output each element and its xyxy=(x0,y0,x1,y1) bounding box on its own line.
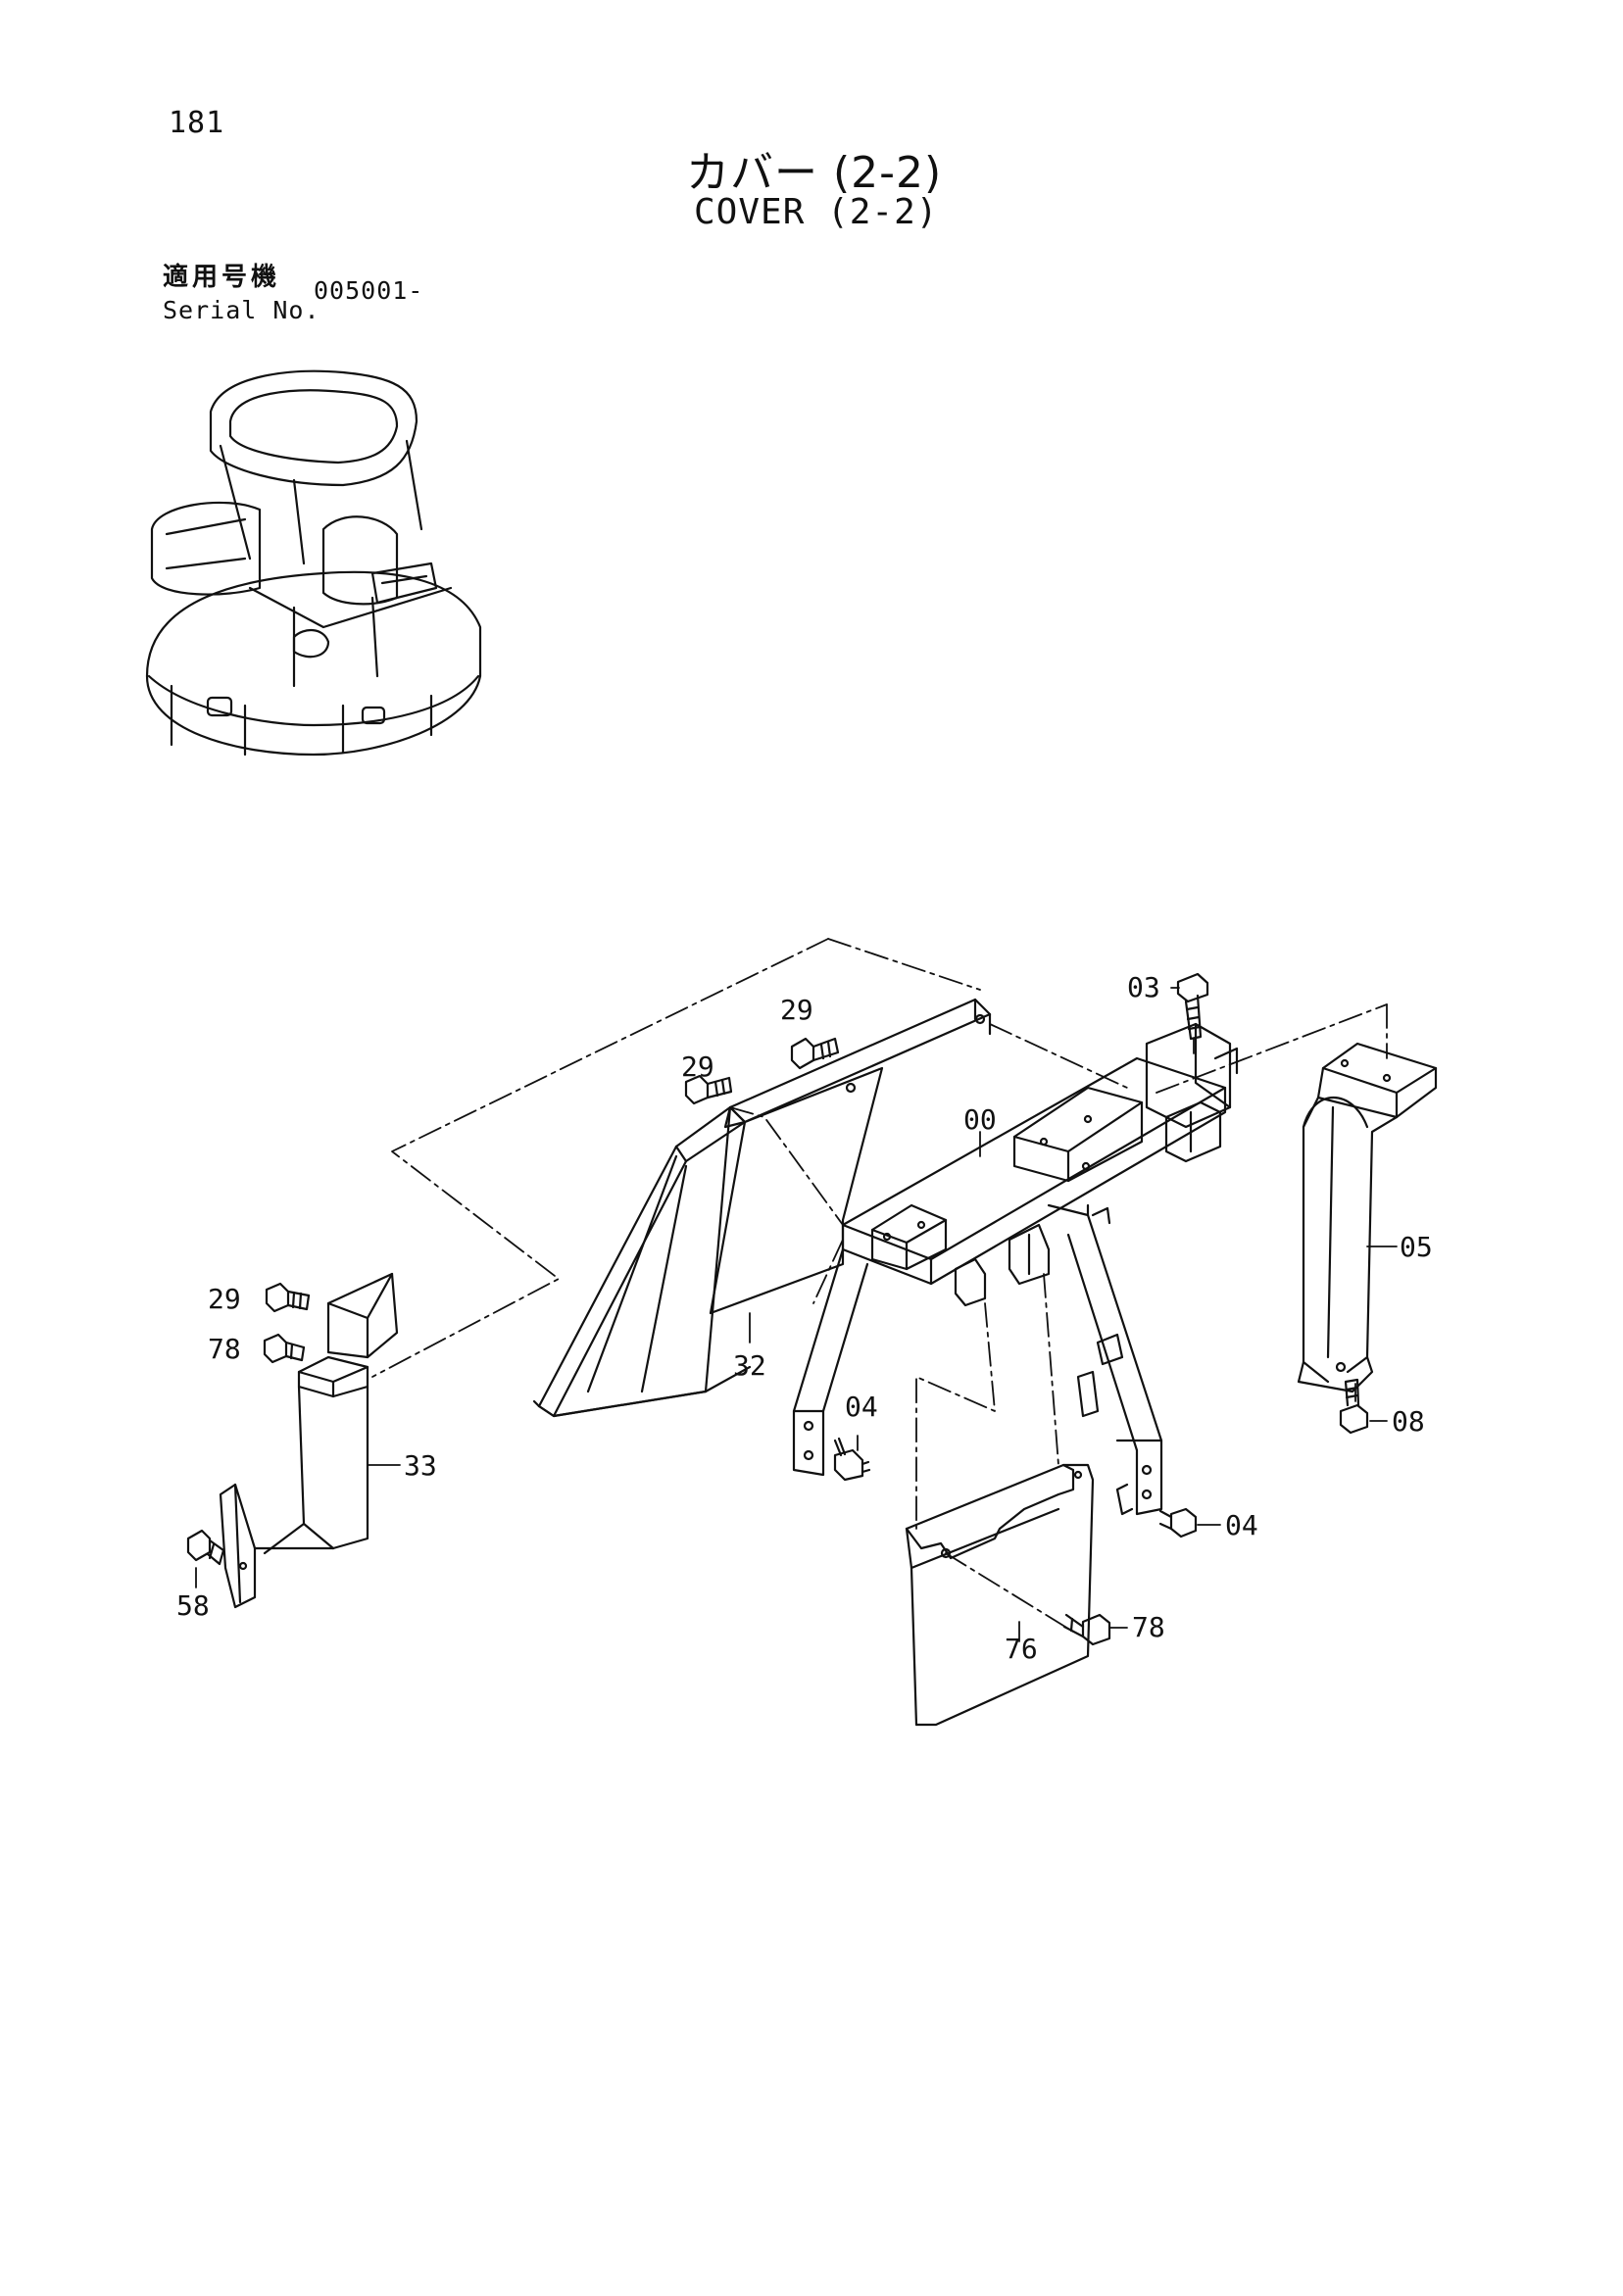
callout-76: 76 xyxy=(1005,1633,1038,1665)
callout-04-right: 04 xyxy=(1225,1509,1258,1541)
serial-label-english: Serial No. xyxy=(163,296,320,324)
part-33-plate xyxy=(219,1272,399,1609)
callout-05: 05 xyxy=(1400,1231,1433,1263)
leader-lines xyxy=(195,987,1398,1642)
callout-58: 58 xyxy=(176,1589,210,1622)
serial-label-japanese: 適用号機 xyxy=(163,263,281,292)
bolt-03-icon xyxy=(1176,972,1209,1041)
callout-labels: 03 29 29 29 00 05 08 78 33 32 04 04 58 7… xyxy=(176,971,1433,1665)
machine-overview-illustration xyxy=(145,369,482,757)
callout-33: 33 xyxy=(404,1449,437,1482)
callout-32: 32 xyxy=(733,1349,766,1382)
callout-29-top: 29 xyxy=(780,994,813,1026)
part-32-cover xyxy=(532,998,992,1418)
bolt-29c-icon xyxy=(265,1282,311,1313)
callout-78-left: 78 xyxy=(208,1333,241,1365)
bolt-29b-icon xyxy=(684,1074,733,1105)
title-english: COVER (2-2) xyxy=(694,192,939,232)
bolt-78a-icon xyxy=(263,1333,306,1364)
title-japanese: カバー (2-2) xyxy=(686,148,943,198)
callout-78-right: 78 xyxy=(1132,1611,1165,1643)
bolt-58-icon xyxy=(186,1529,225,1566)
callout-04-left: 04 xyxy=(845,1391,878,1423)
assembly-lines xyxy=(371,938,1388,1633)
callout-00: 00 xyxy=(963,1103,997,1136)
callout-08: 08 xyxy=(1392,1405,1425,1438)
page-number: 181 xyxy=(169,106,225,140)
bolt-04a-icon xyxy=(833,1437,871,1482)
bolt-29a-icon xyxy=(790,1037,840,1070)
bolt-04b-icon xyxy=(1158,1507,1198,1539)
callout-29-left: 29 xyxy=(208,1283,241,1315)
part-76-plate xyxy=(905,1463,1095,1727)
serial-number-value: 005001- xyxy=(314,276,424,305)
callout-29-middle: 29 xyxy=(681,1050,714,1083)
part-00-frame xyxy=(792,1022,1239,1516)
bolt-08-icon xyxy=(1339,1378,1369,1435)
part-05-support xyxy=(1297,1042,1438,1393)
callout-03: 03 xyxy=(1127,971,1160,1003)
